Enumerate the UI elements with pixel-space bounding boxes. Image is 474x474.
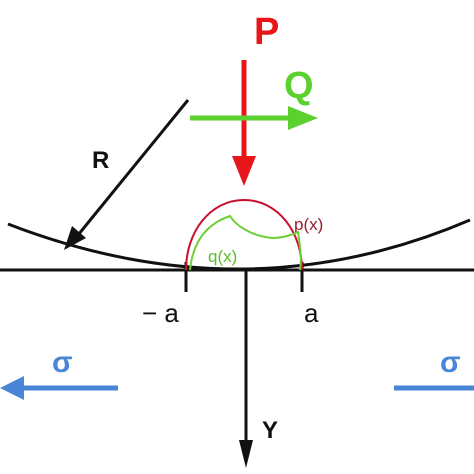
sigma-right-label: σ	[440, 346, 461, 379]
p-x-curve	[185, 198, 303, 271]
q-force-label: Q	[284, 65, 314, 107]
minus-a-label: − a	[142, 298, 179, 328]
q-x-curve	[189, 214, 302, 271]
p-force-arrowhead	[232, 156, 256, 186]
radius-arrowhead	[64, 226, 86, 250]
q-force-arrowhead	[288, 106, 318, 130]
radius-arrow-line	[72, 99, 190, 241]
sigma-left-label: σ	[52, 346, 73, 379]
p-force-label: P	[254, 11, 279, 53]
radius-label: R	[92, 147, 109, 174]
y-axis-arrowhead	[239, 440, 253, 468]
q-x-label: q(x)	[208, 247, 237, 266]
cylinder-profile-curve	[7, 218, 471, 271]
y-axis-label: Y	[262, 417, 278, 444]
p-x-label: p(x)	[294, 215, 323, 234]
a-label: a	[304, 298, 319, 328]
sigma-left-arrowhead	[0, 376, 24, 400]
